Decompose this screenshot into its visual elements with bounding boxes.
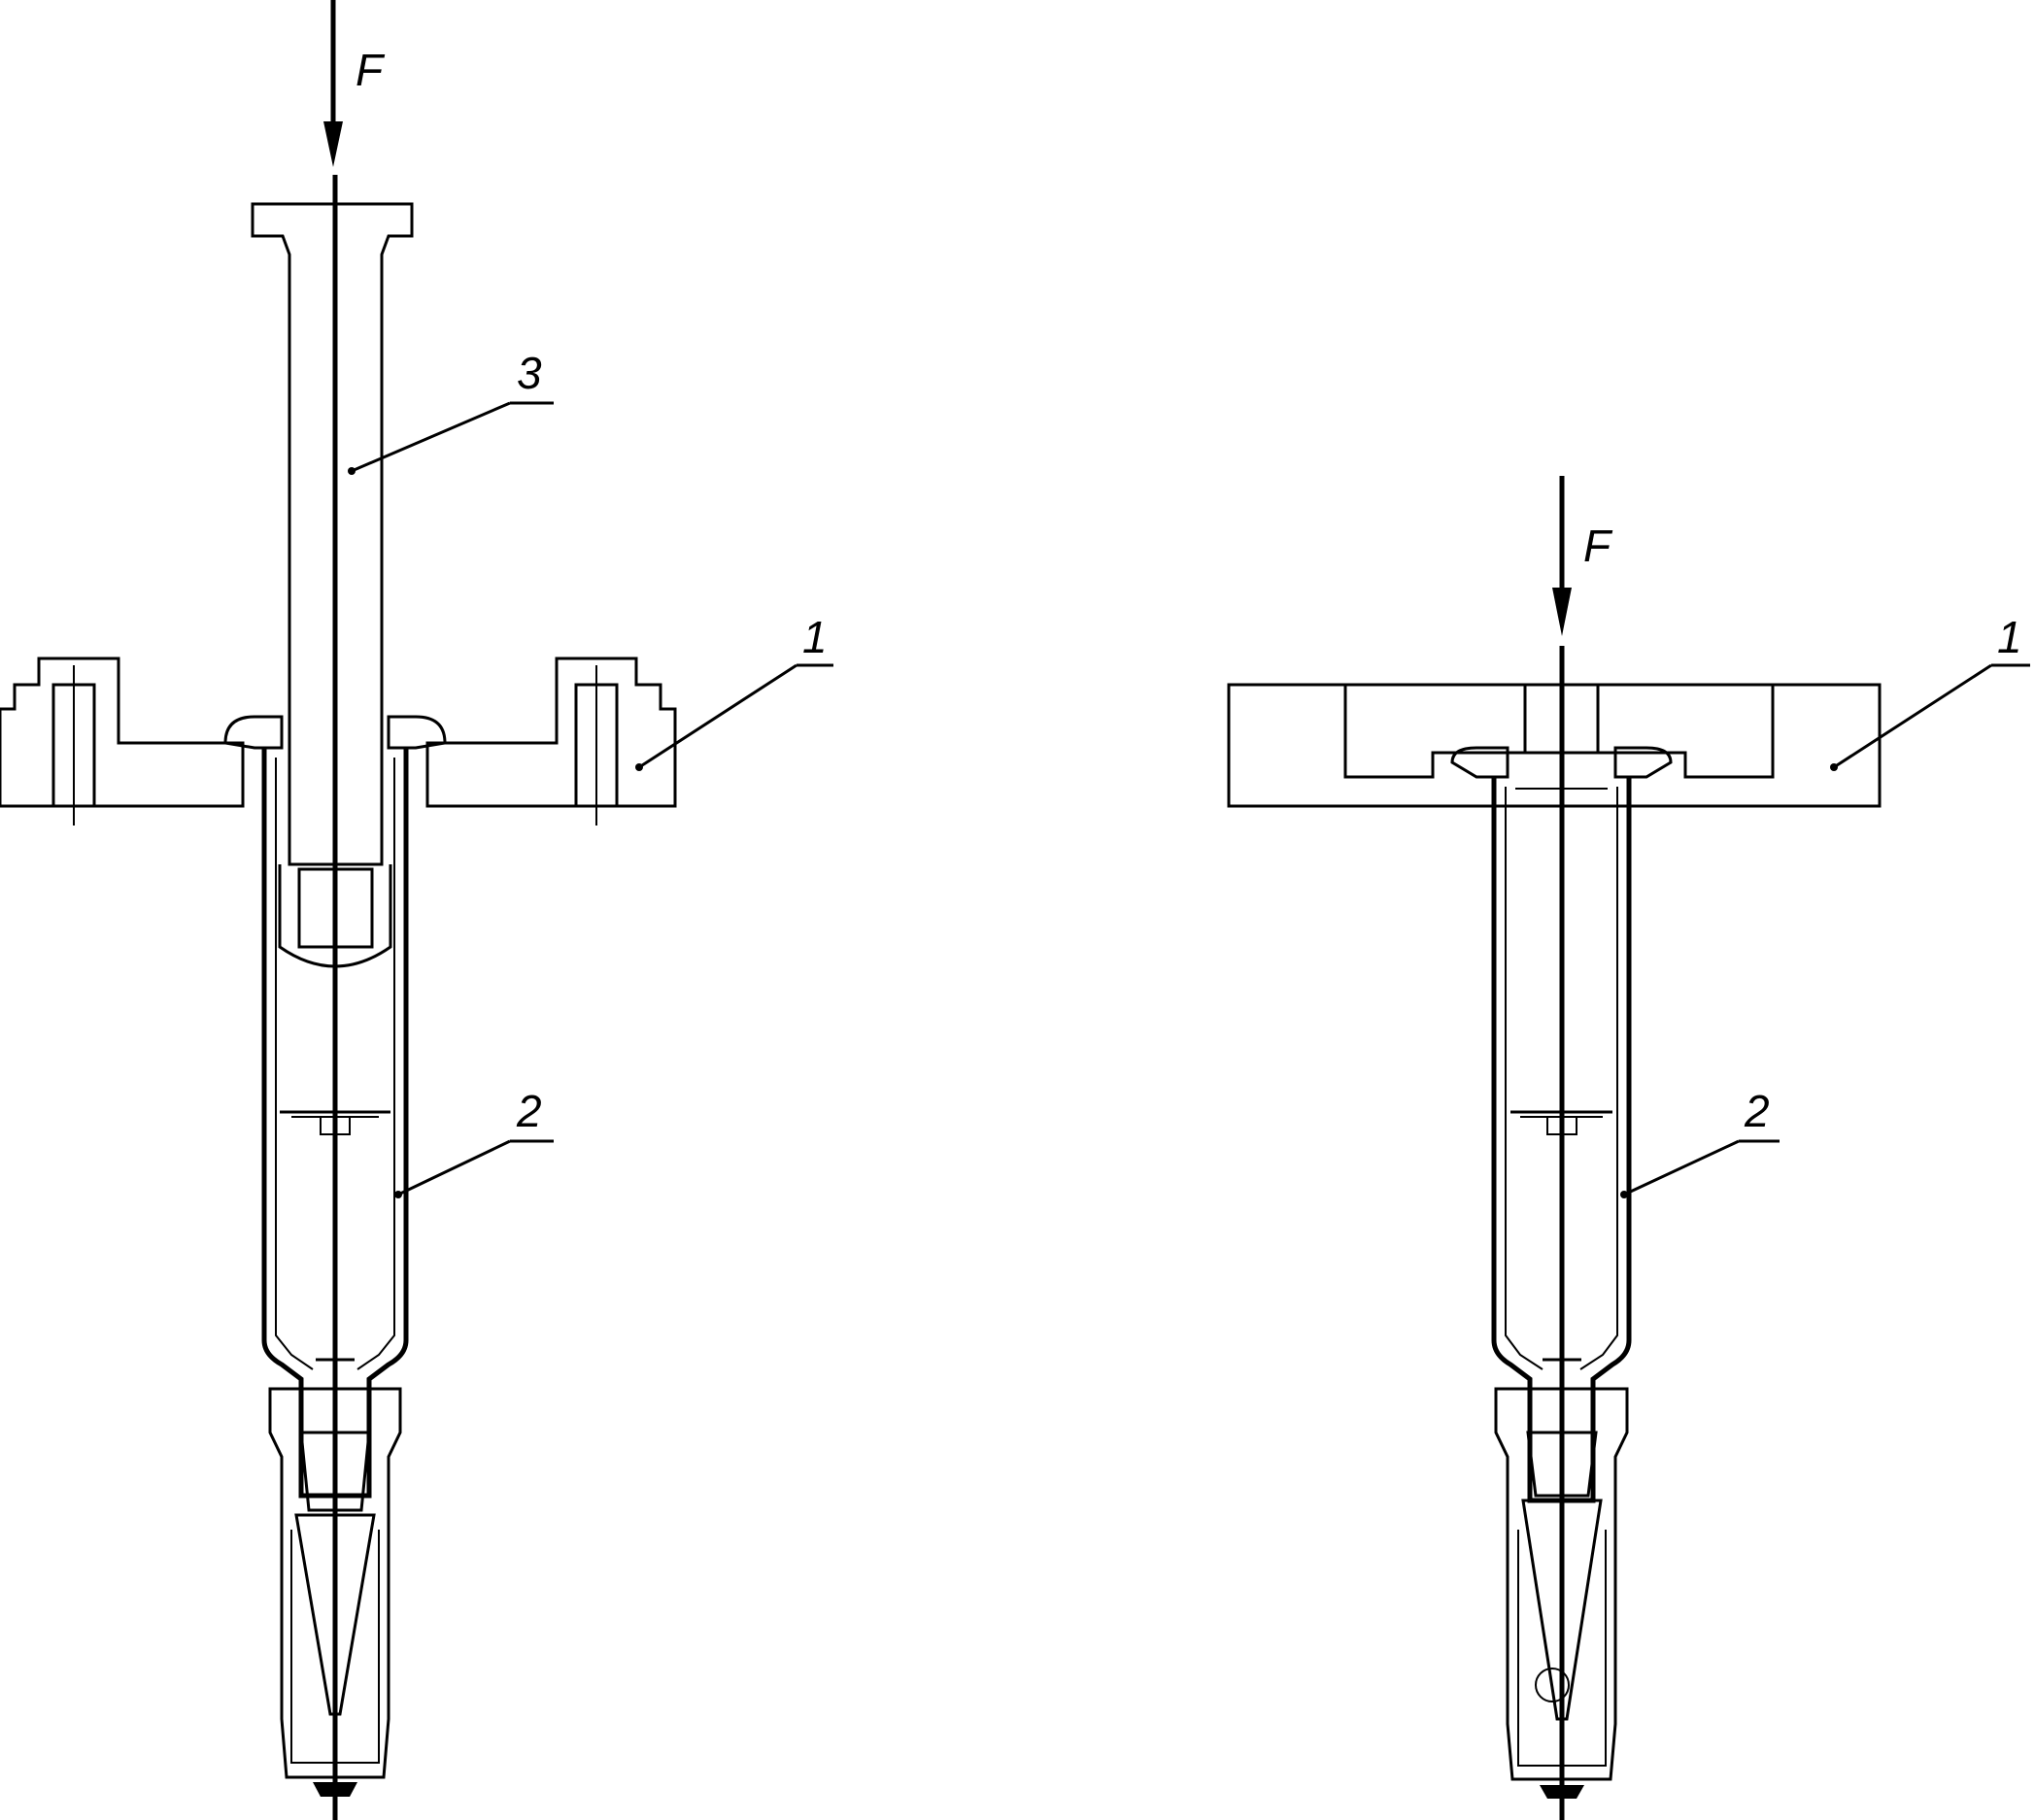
callout-2-left bbox=[394, 1139, 554, 1198]
right-assembly: F bbox=[1227, 476, 2030, 1820]
callout-2-left-label: 2 bbox=[516, 1086, 542, 1136]
callout-3-label: 3 bbox=[517, 348, 542, 398]
right-force-label: F bbox=[1583, 521, 1613, 571]
callout-2-right-label: 2 bbox=[1744, 1086, 1770, 1136]
left-assembly: F bbox=[0, 0, 833, 1820]
callout-1-right bbox=[1830, 663, 2030, 771]
callout-1-right-label: 1 bbox=[1997, 612, 2022, 662]
callout-1-left bbox=[635, 663, 833, 771]
left-force-arrow bbox=[323, 0, 343, 167]
fixture-part-left bbox=[0, 657, 677, 826]
right-force-arrow bbox=[1552, 476, 1572, 636]
callout-1-left-label: 1 bbox=[802, 612, 828, 662]
callout-2-right bbox=[1620, 1139, 1780, 1198]
left-force-label: F bbox=[356, 45, 386, 95]
callout-3 bbox=[348, 401, 554, 475]
fixture-part-right bbox=[1227, 683, 1882, 808]
